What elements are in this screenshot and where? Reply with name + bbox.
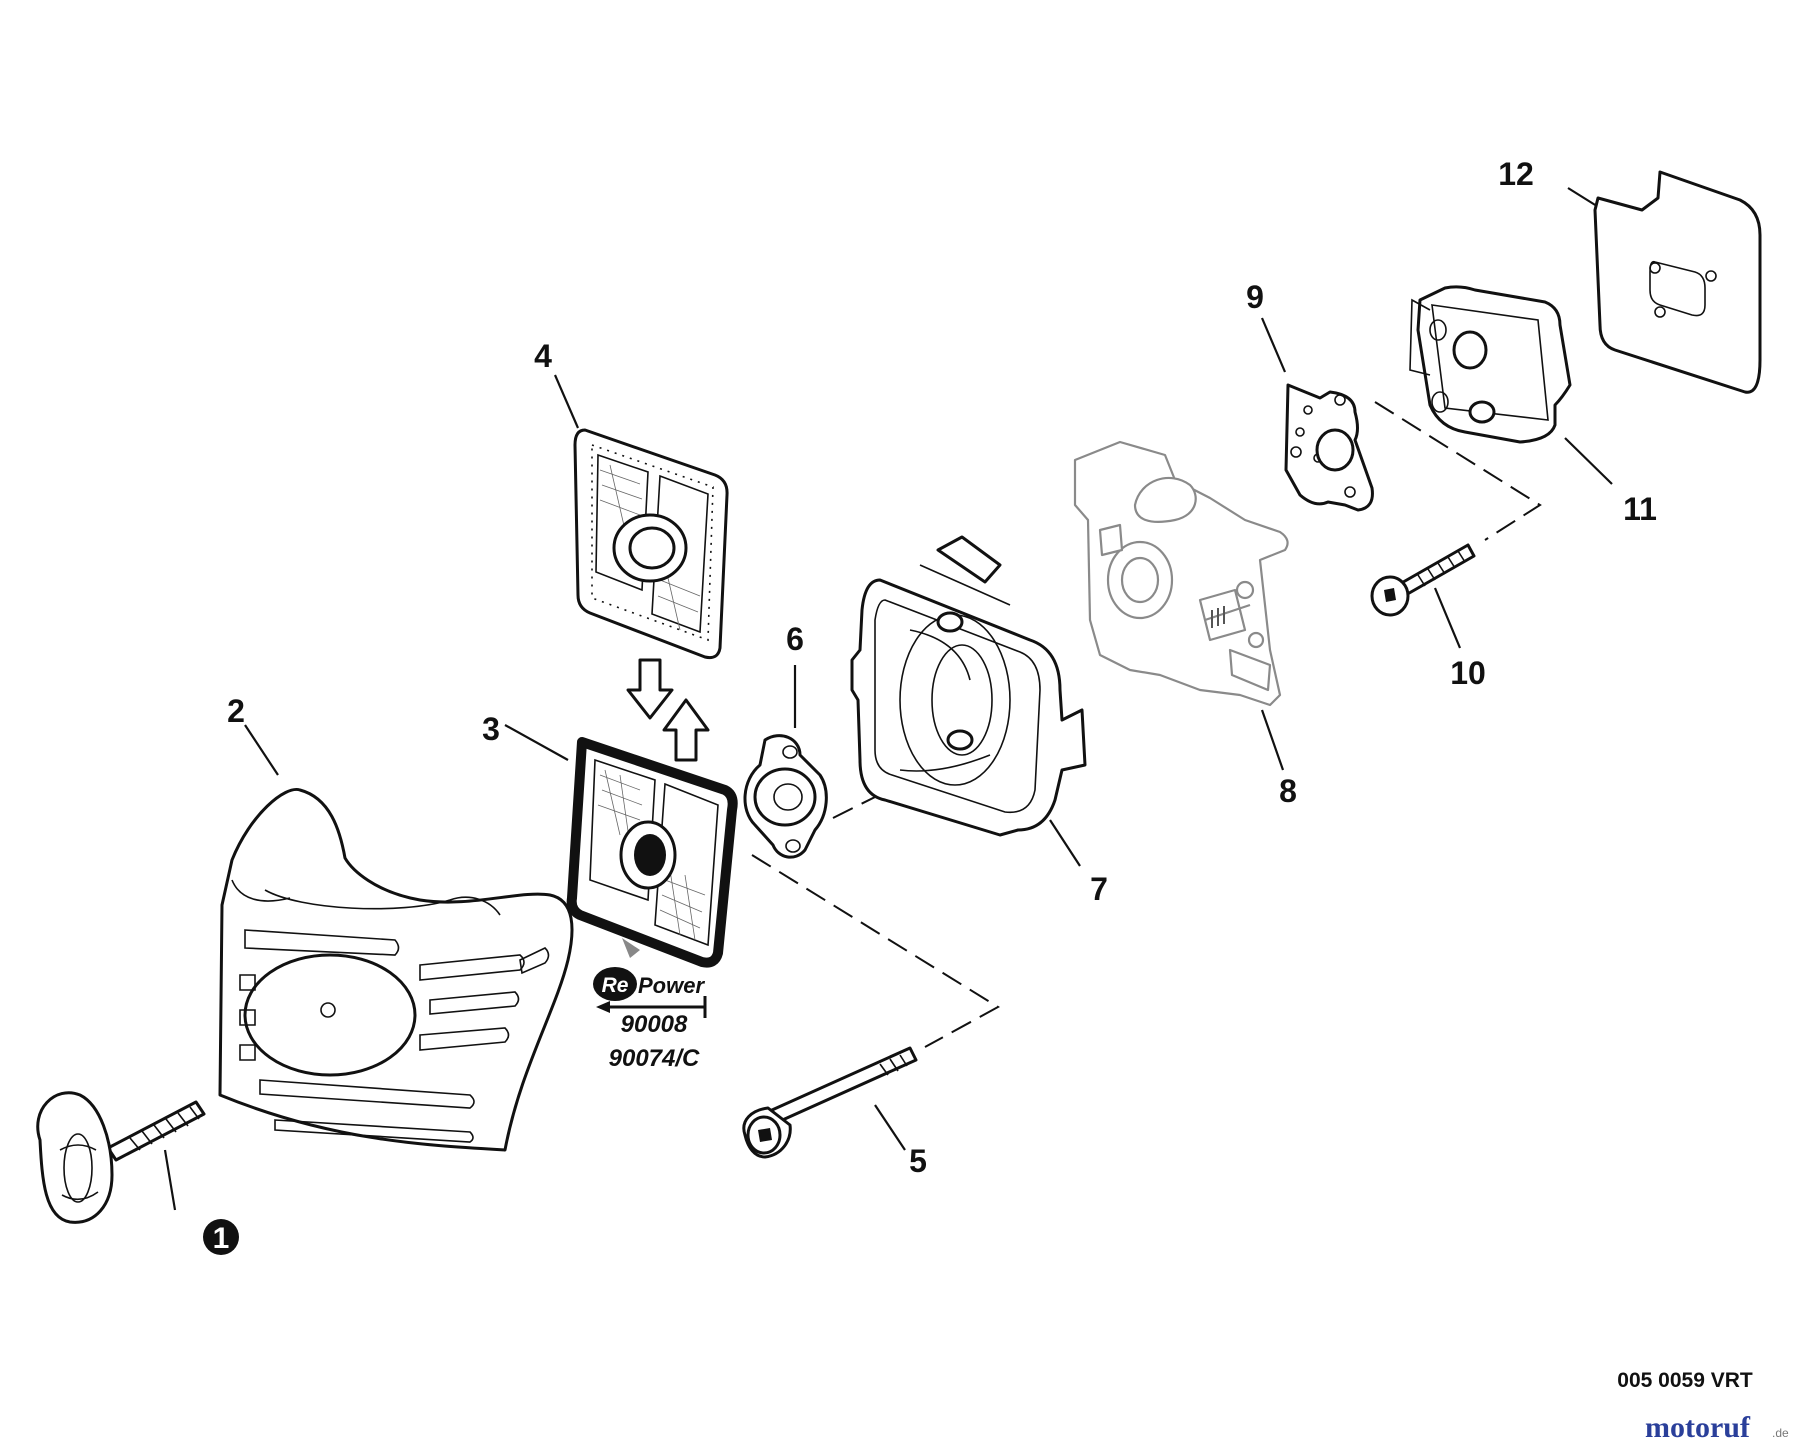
- watermark-suffix: .de: [1772, 1426, 1789, 1440]
- spacer-part: [743, 734, 828, 859]
- callout-3: 3: [482, 711, 500, 747]
- drawing-code: 005 0059 VRT: [1617, 1369, 1753, 1392]
- leader-lines: [163, 187, 1613, 1211]
- swap-arrows-icon: [626, 658, 710, 762]
- watermark-logo: motoruf .de: [1645, 1411, 1789, 1444]
- callout-10: 10: [1450, 655, 1486, 691]
- callout-7: 7: [1090, 871, 1108, 907]
- callout-2: 2: [227, 693, 245, 729]
- callout-1-badge: [203, 1219, 239, 1255]
- insulator-part: [1409, 285, 1572, 444]
- callout-1: 1: [213, 1222, 230, 1255]
- callout-11: 11: [1623, 491, 1657, 527]
- callout-5: 5: [909, 1143, 927, 1179]
- carburetor-screw-part: [1370, 543, 1476, 617]
- repower-kit-label: Re Power 90008 90074/C: [593, 967, 707, 1072]
- air-cleaner-base-part: [850, 535, 1087, 837]
- knob-bolt-part: [36, 1091, 206, 1224]
- callout-8: 8: [1279, 773, 1297, 809]
- callout-12: 12: [1498, 156, 1534, 192]
- kit-number-1: 90008: [621, 1011, 688, 1038]
- watermark-main: motoruf: [1645, 1411, 1751, 1444]
- carburetor-gasket-part: [1284, 383, 1374, 512]
- kit-number-2: 90074/C: [609, 1045, 700, 1072]
- long-bolt-part: [742, 1046, 918, 1159]
- repower-logo-power: Power: [638, 973, 705, 998]
- air-cleaner-cover-part: [218, 787, 574, 1152]
- air-filter-prefilter-part: [573, 428, 729, 660]
- callout-4: 4: [534, 338, 552, 374]
- repower-logo-icon: [593, 967, 637, 1001]
- air-filter-element-part: [566, 737, 738, 968]
- insulator-gasket-part: [1593, 170, 1762, 394]
- callout-6: 6: [786, 621, 804, 657]
- repower-logo-re: Re: [602, 974, 629, 997]
- carburetor-part: [1073, 440, 1289, 707]
- callout-9: 9: [1246, 279, 1264, 315]
- callout-labels: 1 2 3 4 5 6 7 8 9 10 11 12: [203, 156, 1657, 1255]
